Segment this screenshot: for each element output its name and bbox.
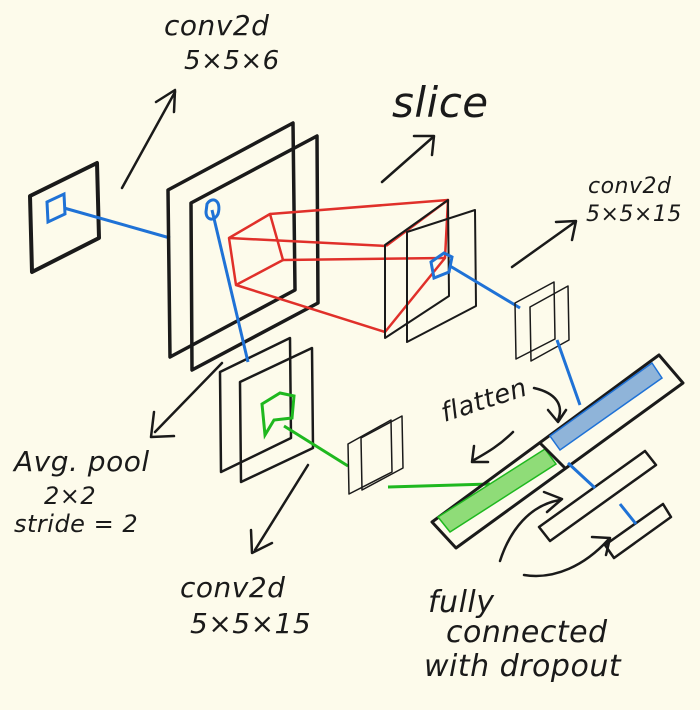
conv1-label-line1: conv2d: [164, 9, 270, 42]
conv2-bottom-label-line1: conv2d: [180, 571, 286, 604]
arrow-fc-label-to-fc1: [498, 490, 564, 563]
green-connector-pool-to-conv2: [283, 424, 349, 468]
arrow-flatten-to-blue: [532, 386, 568, 424]
blue-connector-input-to-conv1: [63, 206, 171, 240]
slice-feature-maps: [384, 199, 477, 343]
arrow-to-conv2-bottom-label: [249, 463, 310, 555]
avg-pool-feature-maps: [218, 336, 315, 484]
input-receptive-field: [45, 191, 67, 225]
arrow-flatten-to-green: [470, 430, 515, 464]
blue-connector-conv1-to-pool: [210, 209, 250, 363]
conv2-right-feature-maps: [514, 281, 570, 362]
fc-label-line2: connected: [446, 615, 608, 650]
conv2-right-label-line2: 5×5×15: [586, 202, 682, 227]
fc-layer-1: [537, 449, 658, 543]
arrow-fc-label-to-fc2: [522, 535, 612, 578]
red-slice-frustum: [227, 198, 450, 334]
arrow-to-conv2-right-label: [510, 219, 578, 269]
pool-label-line1: Avg. pool: [14, 445, 150, 478]
arrow-to-pool-label: [149, 361, 224, 439]
blue-connector-slice-to-conv2: [449, 264, 521, 310]
flatten-vector: [430, 353, 685, 550]
flatten-green-segment: [436, 447, 558, 533]
blue-connector-flatten-to-fc1: [566, 461, 597, 490]
arrow-to-slice-label: [380, 134, 436, 184]
flatten-segment-divider: [538, 441, 567, 470]
blue-connector-fc1-to-fc2: [618, 503, 638, 525]
fc-label-line3: with dropout: [424, 649, 622, 684]
conv2-bottom-label-line2: 5×5×15: [190, 607, 312, 640]
conv1-feature-maps: [166, 121, 320, 372]
pool-label-line2: 2×2: [44, 482, 97, 510]
input-image: [28, 161, 101, 274]
fc-label-line1: fully: [428, 585, 495, 620]
pool-label-line3: stride = 2: [14, 510, 139, 538]
arrow-to-conv1-label: [120, 88, 177, 190]
green-connector-conv2-to-flatten: [387, 482, 491, 489]
slice-label: slice: [392, 78, 489, 127]
green-pool-marker: [260, 391, 296, 440]
conv2-right-label-line1: conv2d: [588, 174, 672, 199]
conv1-label-line2: 5×5×6: [184, 46, 280, 76]
blue-conv1-marker: [204, 198, 221, 221]
blue-connector-conv2-to-flatten: [555, 339, 582, 406]
conv2-bottom-feature-maps: [347, 415, 404, 495]
fc-layer-2: [603, 502, 673, 560]
flatten-blue-segment: [548, 361, 664, 452]
blue-slice-marker: [429, 251, 454, 281]
